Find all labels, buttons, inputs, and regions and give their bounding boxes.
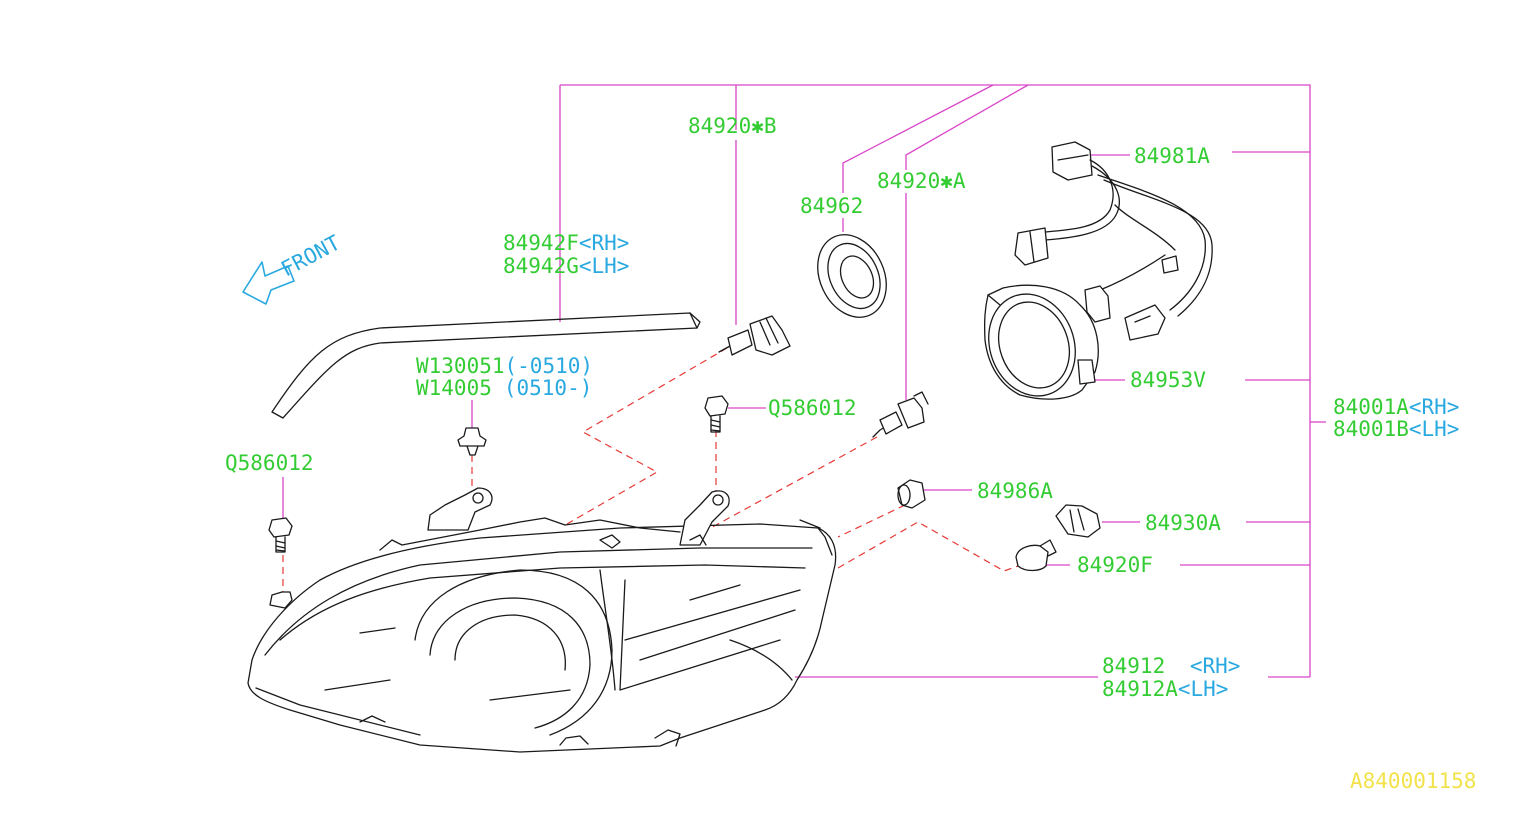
label-q586012-upper: Q586012 [768, 396, 857, 420]
label-w130051: W130051(-0510) [416, 354, 593, 378]
front-direction-arrow: FRONT [242, 230, 344, 305]
leader-lines [282, 84, 1326, 678]
label-84912a-lh: 84912A<LH> [1102, 677, 1228, 701]
diagram-code: A840001158 [1350, 769, 1476, 793]
socket-84930a [1055, 504, 1101, 538]
label-84920-a: 84920✱A [877, 169, 966, 193]
label-84962: 84962 [800, 194, 863, 218]
front-label: FRONT [277, 230, 344, 281]
wiring-harness-84981a [1014, 141, 1213, 341]
bulb-84920b [718, 315, 791, 356]
label-84942g-lh: 84942G<LH> [503, 254, 629, 278]
seal-ring-84962 [817, 234, 887, 318]
projector-housing-84953v [983, 284, 1099, 400]
clip-w130051 [457, 427, 487, 456]
label-w14005: W14005(0510-) [416, 376, 592, 400]
socket-84986a [897, 479, 926, 509]
label-84920-b: 84920✱B [688, 114, 777, 138]
label-84953v: 84953V [1130, 368, 1206, 392]
label-84001b-lh: 84001B<LH> [1333, 417, 1459, 441]
label-84942f-rh: 84942F<RH> [503, 231, 629, 255]
bulb-84920f [1015, 539, 1057, 572]
label-84920f: 84920F [1077, 553, 1153, 577]
label-84912-rh: 84912 <RH> [1102, 654, 1240, 678]
bolt-q586012-upper [704, 395, 729, 433]
headlamp-assembly-84912 [247, 487, 837, 753]
bolt-q586012-left [268, 517, 293, 553]
garnish-strip [271, 312, 701, 419]
label-84930a: 84930A [1145, 511, 1221, 535]
dashed-links [282, 347, 1019, 592]
label-84981a: 84981A [1134, 144, 1210, 168]
part-labels: 84920✱B 84962 84920✱A 84981A 84942F<RH> … [225, 114, 1476, 793]
bulb-84920a [872, 391, 929, 438]
label-84001a-rh: 84001A<RH> [1333, 395, 1459, 419]
label-84986a: 84986A [977, 479, 1053, 503]
label-q586012-left: Q586012 [225, 451, 314, 475]
